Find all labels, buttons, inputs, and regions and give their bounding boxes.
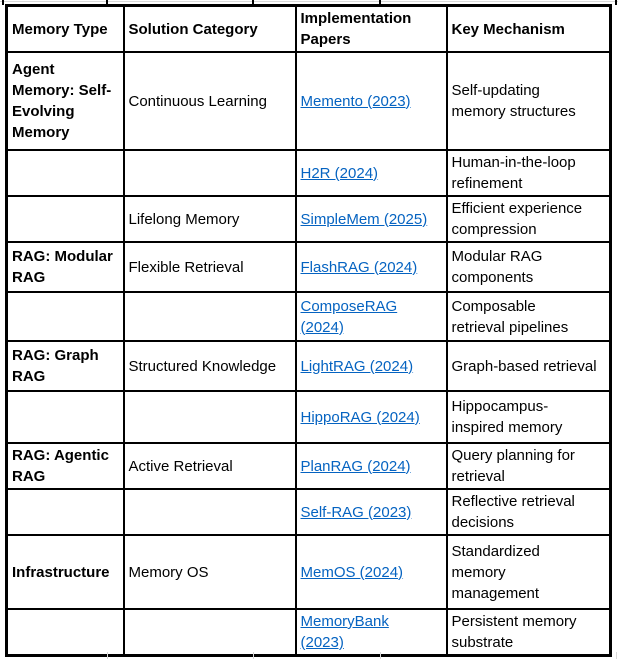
cell-solution-category[interactable]: Flexible Retrieval: [122, 241, 297, 293]
border-stub: [615, 0, 617, 5]
cell-key-mechanism[interactable]: Self-updating memory structures: [445, 51, 612, 151]
paper-link[interactable]: FlashRAG (2024): [300, 258, 418, 276]
cell-solution-category[interactable]: Structured Knowledge: [122, 340, 297, 392]
cell-memory-type[interactable]: [5, 195, 125, 243]
cell-key-mechanism[interactable]: Query planning for retrieval: [445, 442, 612, 490]
paper-link[interactable]: HippoRAG (2024): [300, 408, 420, 426]
table-row: ComposeRAG (2024) Composable retrieval pi…: [5, 291, 612, 342]
paper-link[interactable]: Self-RAG (2023): [300, 503, 412, 521]
cell-key-mechanism[interactable]: Reflective retrieval decisions: [445, 488, 612, 536]
gridline-stub: [616, 652, 617, 659]
cell-memory-type[interactable]: [5, 608, 125, 657]
gridline-stub: [253, 652, 254, 659]
cell-implementation-paper[interactable]: MemOS (2024): [294, 534, 448, 610]
cell-implementation-paper[interactable]: H2R (2024): [294, 149, 448, 197]
paper-link[interactable]: Memento (2023): [300, 92, 411, 110]
cell-memory-type[interactable]: Agent Memory: Self- Evolving Memory: [5, 51, 125, 151]
gridline-stub: [107, 652, 108, 659]
paper-link[interactable]: LightRAG (2024): [300, 357, 414, 375]
table-row: Self-RAG (2023) Reflective retrieval deci…: [5, 488, 612, 536]
cell-key-mechanism[interactable]: Standardized memory management: [445, 534, 612, 610]
cell-memory-type[interactable]: RAG: Modular RAG: [5, 241, 125, 293]
cell-memory-type[interactable]: [5, 488, 125, 536]
paper-link[interactable]: ComposeRAG (2024): [300, 297, 398, 336]
border-stub: [252, 0, 254, 5]
border-stub: [2, 0, 4, 5]
cell-solution-category[interactable]: Memory OS: [122, 534, 297, 610]
cell-memory-type[interactable]: [5, 149, 125, 197]
cell-implementation-paper[interactable]: Memento (2023): [294, 51, 448, 151]
cell-key-mechanism[interactable]: Composable retrieval pipelines: [445, 291, 612, 342]
paper-link[interactable]: MemOS (2024): [300, 563, 404, 581]
cell-key-mechanism[interactable]: Hippocampus- inspired memory: [445, 390, 612, 444]
cell-key-mechanism[interactable]: Graph-based retrieval: [445, 340, 612, 392]
cell-implementation-paper[interactable]: MemoryBank (2023): [294, 608, 448, 657]
paper-link[interactable]: SimpleMem (2025): [300, 210, 428, 228]
cell-key-mechanism[interactable]: Persistent memory substrate: [445, 608, 612, 657]
cell-solution-category[interactable]: [122, 149, 297, 197]
table-row: MemoryBank (2023) Persistent memory subst…: [5, 608, 612, 657]
cell-solution-category[interactable]: [122, 488, 297, 536]
cell-solution-category[interactable]: [122, 608, 297, 657]
cell-implementation-paper[interactable]: SimpleMem (2025): [294, 195, 448, 243]
column-header[interactable]: Memory Type: [5, 4, 125, 53]
paper-link[interactable]: H2R (2024): [300, 164, 379, 182]
paper-link[interactable]: MemoryBank (2023): [300, 613, 389, 651]
gridline-stub: [380, 652, 381, 659]
column-header[interactable]: Solution Category: [122, 4, 297, 53]
border-stub: [106, 0, 108, 5]
cell-key-mechanism[interactable]: Human-in-the-loop refinement: [445, 149, 612, 197]
column-header[interactable]: Implementation Papers: [294, 4, 448, 53]
cell-implementation-paper[interactable]: LightRAG (2024): [294, 340, 448, 392]
cell-memory-type[interactable]: [5, 390, 125, 444]
paper-link[interactable]: PlanRAG (2024): [300, 457, 411, 475]
column-header[interactable]: Key Mechanism: [445, 4, 612, 53]
cell-implementation-paper[interactable]: Self-RAG (2023): [294, 488, 448, 536]
table-row: HippoRAG (2024) Hippocampus- inspired mem…: [5, 390, 612, 444]
gridline-horizontal: [0, 1, 618, 2]
border-stub: [379, 0, 381, 5]
cell-memory-type[interactable]: [5, 291, 125, 342]
cell-memory-type[interactable]: Infrastructure: [5, 534, 125, 610]
cell-implementation-paper[interactable]: PlanRAG (2024): [294, 442, 448, 490]
cell-key-mechanism[interactable]: Efficient experience compression: [445, 195, 612, 243]
table-row: H2R (2024) Human-in-the-loop refinement: [5, 149, 612, 197]
cell-solution-category[interactable]: [122, 390, 297, 444]
cell-solution-category[interactable]: [122, 291, 297, 342]
cell-solution-category[interactable]: Active Retrieval: [122, 442, 297, 490]
cell-implementation-paper[interactable]: ComposeRAG (2024): [294, 291, 448, 342]
cell-memory-type[interactable]: RAG: Graph RAG: [5, 340, 125, 392]
cell-key-mechanism[interactable]: Modular RAG components: [445, 241, 612, 293]
cell-memory-type[interactable]: RAG: Agentic RAG: [5, 442, 125, 490]
cell-implementation-paper[interactable]: HippoRAG (2024): [294, 390, 448, 444]
cell-implementation-paper[interactable]: FlashRAG (2024): [294, 241, 448, 293]
cell-solution-category[interactable]: Lifelong Memory: [122, 195, 297, 243]
cell-solution-category[interactable]: Continuous Learning: [122, 51, 297, 151]
